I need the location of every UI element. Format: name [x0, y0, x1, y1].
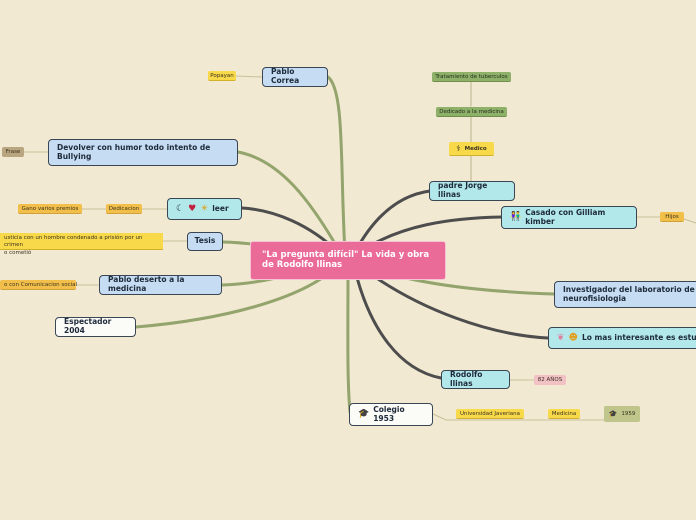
tag-tratamiento[interactable]: Tratamiento de tuberculos	[432, 72, 511, 82]
star-eyes-icon: ☻	[568, 332, 578, 343]
tag-dedicacion[interactable]: Dedicacion	[106, 204, 142, 214]
node-investigador[interactable]: Investigador del laboratorio de neurofis…	[554, 281, 696, 308]
graduation-cap-icon: 🎓	[358, 409, 370, 420]
node-leer[interactable]: ☾ ♥ ☀ leer	[167, 198, 242, 220]
node-pablo-deserto[interactable]: Pablo deserto a la medicina	[99, 275, 222, 295]
node-padre[interactable]: padre Jorge llinas	[429, 181, 515, 201]
tag-medico-label: Medico	[464, 145, 487, 152]
tag-frase[interactable]: Frase	[2, 147, 24, 157]
branch-pablo-correa	[326, 75, 347, 254]
node-casado[interactable]: 👫 Casado con Gilliam kimber	[501, 206, 637, 229]
node-colegio[interactable]: 🎓 Colegio 1953	[349, 403, 433, 426]
graduation-cap-icon: 🎓	[608, 410, 618, 418]
node-pablo-correa[interactable]: Pablo Correa	[262, 67, 328, 87]
moon-icon: ☾	[176, 203, 185, 214]
central-topic[interactable]: "La pregunta difícil" La vida y obra de …	[250, 241, 446, 280]
doctor-icon: ⚕	[456, 144, 461, 153]
node-devolver[interactable]: Devolver con humor todo intento de Bully…	[48, 139, 238, 166]
tag-popayan[interactable]: Popayan	[208, 71, 236, 81]
heart-icon: ♥	[188, 203, 197, 214]
couple-icon: 👫	[510, 212, 522, 223]
node-tesis[interactable]: Tesis	[187, 232, 223, 251]
tag-tesis-note[interactable]: usticia con un hombre condenado a prisió…	[0, 233, 163, 256]
tag-dedicado[interactable]: Dedicado a la medicina	[436, 107, 507, 117]
node-casado-label: Casado con Gilliam kimber	[525, 207, 606, 226]
node-leer-label: leer	[212, 203, 229, 213]
tag-javeriana[interactable]: Universidad Javeriana	[456, 409, 524, 419]
node-interesante-label: Lo mas interesante es estudi	[581, 332, 696, 342]
branch-interesante	[363, 268, 550, 340]
tag-comunicacion[interactable]: o con Comunicacion social	[0, 280, 77, 290]
tag-1959[interactable]: 🎓 1959	[604, 406, 640, 422]
sun-icon: ☀	[200, 203, 209, 214]
tag-hijos[interactable]: Hijos	[660, 212, 684, 222]
branch-colegio	[346, 268, 352, 414]
node-espectador[interactable]: Espectador 2004	[55, 317, 136, 337]
branch-rodolfo	[353, 268, 443, 380]
tag-medicina[interactable]: Medicina	[548, 409, 580, 419]
brain-icon: ❦	[557, 332, 565, 343]
branch-padre	[353, 189, 432, 254]
tag-1959-label: 1959	[621, 411, 636, 417]
tag-82-anos[interactable]: 82 AÑOS	[534, 375, 566, 385]
node-rodolfo[interactable]: Rodolfo llinas	[441, 370, 510, 389]
node-interesante[interactable]: ❦ ☻ Lo mas interesante es estudi	[548, 327, 696, 349]
branch-devolver	[236, 150, 342, 254]
node-colegio-label: Colegio 1953	[373, 404, 405, 423]
tesis-note-text: usticia con un hombre condenado a prisió…	[4, 235, 143, 256]
tag-medico[interactable]: ⚕ Medico	[449, 142, 494, 156]
tag-gano-premios[interactable]: Gano varios premios	[18, 204, 82, 214]
